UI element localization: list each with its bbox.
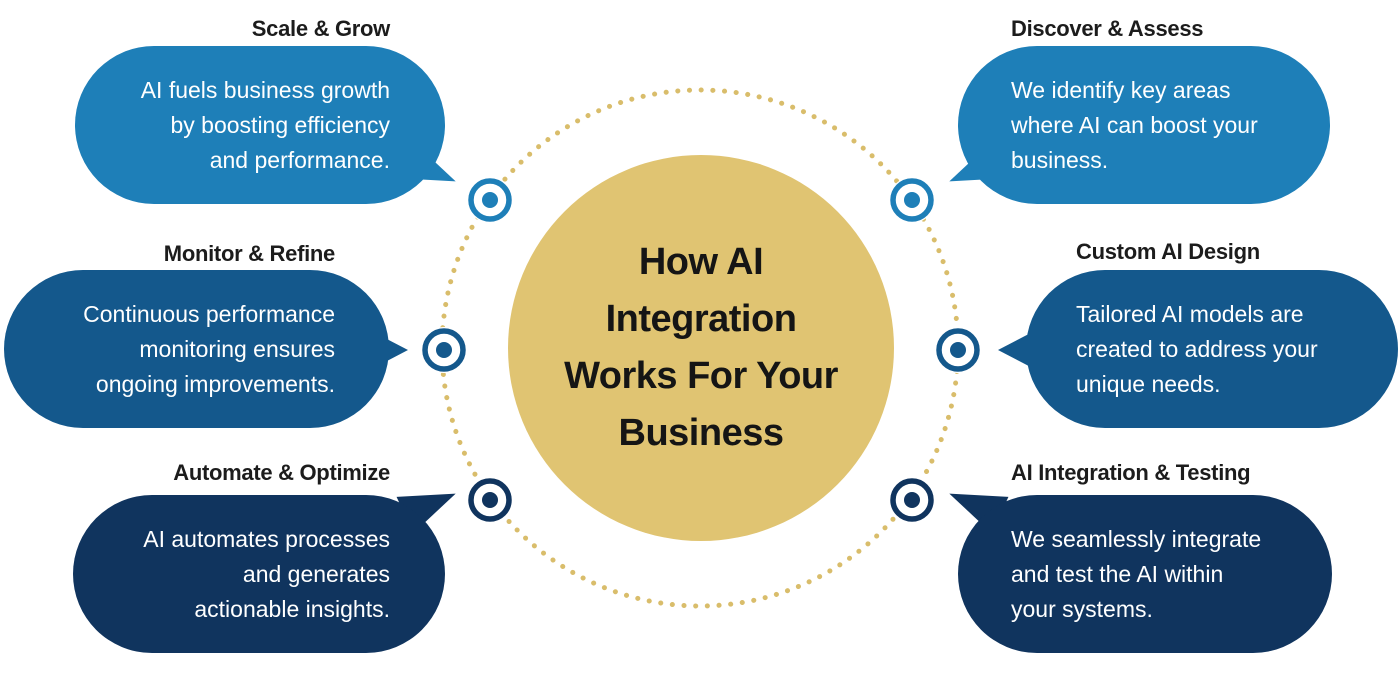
step-bubble-custom-ai-design: Tailored AI models are created to addres… bbox=[1026, 270, 1398, 428]
step-text-line: Continuous performance bbox=[83, 300, 335, 327]
target-icon bbox=[889, 477, 935, 523]
step-text-line: your systems. bbox=[1011, 595, 1153, 622]
step-bubble-monitor-refine: Continuous performance monitoring ensure… bbox=[4, 270, 389, 428]
step-text-line: where AI can boost your bbox=[1011, 111, 1258, 138]
center-title-line: Works For Your bbox=[564, 355, 838, 397]
step-text-line: monitoring ensures bbox=[139, 335, 335, 362]
center-title: How AI Integration Works For Your Busine… bbox=[551, 234, 851, 462]
step-text-line: and performance. bbox=[209, 146, 390, 173]
center-title-line: Business bbox=[618, 412, 784, 454]
step-text-line: AI automates processes bbox=[143, 525, 390, 552]
step-bubble-automate-optimize: AI automates processes and generates act… bbox=[73, 495, 445, 653]
center-title-line: Integration bbox=[605, 298, 797, 340]
step-text-line: by boosting efficiency bbox=[170, 111, 391, 138]
step-text-line: AI fuels business growth bbox=[140, 76, 390, 103]
step-title-custom-ai-design: Custom AI Design bbox=[1076, 239, 1260, 264]
step-title-scale-grow: Scale & Grow bbox=[251, 16, 391, 41]
step-text-line: actionable insights. bbox=[194, 595, 390, 622]
step-title-integration-testing: AI Integration & Testing bbox=[1011, 460, 1251, 485]
target-icon bbox=[935, 327, 981, 373]
step-text-line: and test the AI within bbox=[1011, 560, 1224, 587]
step-bubble-scale-grow: AI fuels business growth by boosting eff… bbox=[75, 46, 445, 204]
target-icon bbox=[421, 327, 467, 373]
target-icon bbox=[467, 477, 513, 523]
step-text-line: We seamlessly integrate bbox=[1011, 525, 1262, 552]
step-title-monitor-refine: Monitor & Refine bbox=[163, 241, 336, 266]
step-text-line: Tailored AI models are bbox=[1076, 300, 1304, 327]
step-text-line: and generates bbox=[242, 560, 390, 587]
target-markers bbox=[421, 177, 981, 523]
target-icon bbox=[889, 177, 935, 223]
step-text-line: We identify key areas bbox=[1011, 76, 1231, 103]
step-bubble-integration-testing: We seamlessly integrate and test the AI … bbox=[958, 495, 1332, 653]
target-icon bbox=[467, 177, 513, 223]
step-text-line: unique needs. bbox=[1076, 370, 1221, 397]
step-title-automate-optimize: Automate & Optimize bbox=[173, 460, 390, 485]
step-text-line: created to address your bbox=[1076, 335, 1318, 362]
center-hub-circle: How AI Integration Works For Your Busine… bbox=[508, 155, 894, 541]
center-title-line: How AI bbox=[638, 241, 764, 283]
step-title-discover-assess: Discover & Assess bbox=[1011, 16, 1204, 41]
step-bubble-discover-assess: We identify key areas where AI can boost… bbox=[958, 46, 1330, 204]
step-text-line: business. bbox=[1011, 146, 1109, 173]
step-text-line: ongoing improvements. bbox=[95, 370, 335, 397]
